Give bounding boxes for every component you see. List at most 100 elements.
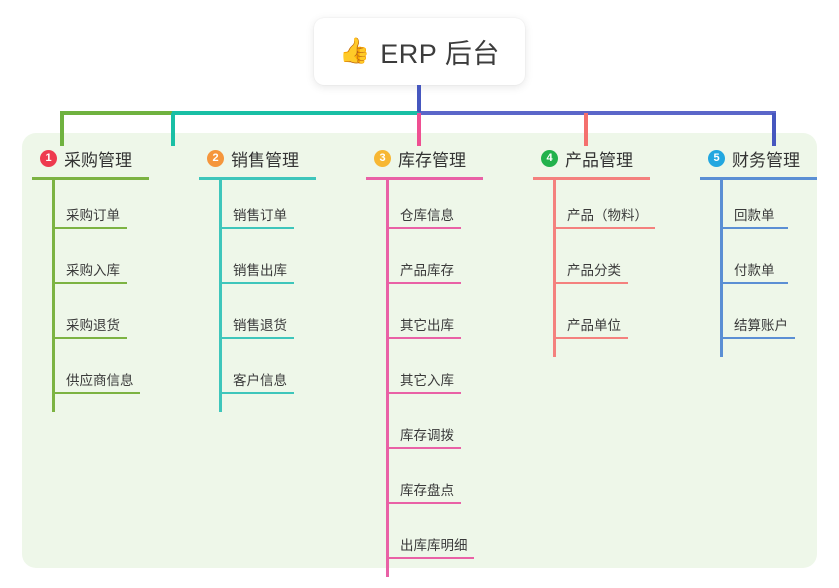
leaf-item-label: 供应商信息 (66, 373, 134, 388)
leaf-item-label: 库存调拨 (400, 428, 454, 443)
branch-header-4[interactable]: 4 产品管理 (533, 146, 650, 170)
branch-underline (366, 177, 483, 180)
leaf-item[interactable]: 采购订单 (32, 180, 149, 235)
leaf-item-label: 出库库明细 (400, 538, 468, 553)
branch-item-list: 销售订单销售出库销售退货客户信息 (199, 180, 316, 412)
leaf-item[interactable]: 采购入库 (32, 235, 149, 290)
leaf-item[interactable]: 其它入库 (366, 345, 483, 400)
leaf-item[interactable]: 采购退货 (32, 290, 149, 345)
leaf-item[interactable]: 结算账户 (700, 290, 817, 345)
leaf-item[interactable]: 回款单 (700, 180, 817, 235)
leaf-item-label: 产品单位 (567, 318, 621, 333)
leaf-item[interactable]: 付款单 (700, 235, 817, 290)
leaf-item-label: 结算账户 (734, 318, 788, 333)
leaf-item-rule (553, 282, 628, 284)
leaf-item[interactable]: 销售出库 (199, 235, 316, 290)
leaf-item-rule (386, 447, 461, 449)
leaf-item[interactable]: 客户信息 (199, 345, 316, 400)
leaf-item-label: 客户信息 (233, 373, 287, 388)
leaf-item-label: 付款单 (734, 263, 775, 278)
leaf-item-rule (386, 337, 461, 339)
branch-spine (52, 180, 55, 412)
connector-drop-2 (171, 113, 175, 146)
leaf-item[interactable]: 产品（物料） (533, 180, 655, 235)
leaf-item[interactable]: 产品库存 (366, 235, 483, 290)
leaf-item-rule (720, 282, 788, 284)
root-title: ERP 后台 (380, 39, 500, 69)
leaf-item[interactable]: 销售退货 (199, 290, 316, 345)
branch-title: 产品管理 (565, 150, 633, 170)
leaf-item-rule (386, 282, 461, 284)
branch-header-5[interactable]: 5 财务管理 (700, 146, 817, 170)
leaf-item[interactable]: 库存调拨 (366, 400, 483, 455)
leaf-item-label: 回款单 (734, 208, 775, 223)
leaf-item-rule (386, 227, 461, 229)
branch-item-list: 产品（物料） 产品分类产品单位 (533, 180, 655, 357)
root-stem-connector (417, 85, 421, 112)
leaf-item-label: 其它出库 (400, 318, 454, 333)
branch-item-list: 回款单付款单结算账户 (700, 180, 817, 357)
branch-title: 库存管理 (398, 150, 466, 170)
connector-drop-1 (60, 113, 64, 146)
branch-title: 采购管理 (64, 150, 132, 170)
branch-underline (199, 177, 316, 180)
branch-column-5: 5 财务管理回款单付款单结算账户 (700, 146, 817, 357)
branch-underline (32, 177, 149, 180)
leaf-item-rule (219, 392, 294, 394)
leaf-item-rule (720, 337, 795, 339)
connector-bar-segment-3 (419, 111, 776, 115)
leaf-item-rule (386, 502, 461, 504)
leaf-item-rule (52, 337, 127, 339)
leaf-item-label: 销售退货 (233, 318, 287, 333)
root-node[interactable]: 👍 ERP 后台 (314, 18, 525, 85)
leaf-item[interactable]: 供应商信息 (32, 345, 149, 400)
branch-underline (533, 177, 650, 180)
leaf-item[interactable]: 产品分类 (533, 235, 650, 290)
leaf-item[interactable]: 出库库明细 (366, 510, 483, 565)
connector-drop-3 (417, 113, 421, 146)
leaf-item-rule (52, 282, 127, 284)
branch-number-badge: 4 (541, 149, 558, 167)
leaf-item-rule (52, 392, 140, 394)
leaf-item-rule (386, 557, 474, 559)
connector-drop-5 (772, 113, 776, 146)
branch-column-2: 2 销售管理销售订单销售出库销售退货客户信息 (199, 146, 316, 412)
leaf-item-label: 采购入库 (66, 263, 120, 278)
leaf-item-rule (219, 227, 294, 229)
branch-spine (386, 180, 389, 577)
leaf-item-rule (52, 227, 127, 229)
branch-header-2[interactable]: 2 销售管理 (199, 146, 316, 170)
branch-item-list: 采购订单采购入库采购退货供应商信息 (32, 180, 149, 412)
branch-underline (700, 177, 817, 180)
leaf-item-label: 其它入库 (400, 373, 454, 388)
branch-number-badge: 2 (207, 149, 224, 167)
branch-spine (553, 180, 556, 357)
leaf-item-rule (720, 227, 788, 229)
branch-number-badge: 5 (708, 149, 725, 167)
leaf-item-label: 采购退货 (66, 318, 120, 333)
branch-title: 销售管理 (231, 150, 299, 170)
leaf-item-label: 库存盘点 (400, 483, 454, 498)
diagram-panel (22, 133, 817, 568)
leaf-item[interactable]: 其它出库 (366, 290, 483, 345)
leaf-item[interactable]: 销售订单 (199, 180, 316, 235)
leaf-item-label: 仓库信息 (400, 208, 454, 223)
leaf-item-label: 销售订单 (233, 208, 287, 223)
leaf-item-rule (553, 227, 655, 229)
leaf-item[interactable]: 仓库信息 (366, 180, 483, 235)
connector-bar-segment-2 (172, 111, 419, 115)
leaf-item-label: 产品库存 (400, 263, 454, 278)
leaf-item[interactable]: 库存盘点 (366, 455, 483, 510)
thumbs-up-icon: 👍 (339, 37, 371, 65)
branch-column-4: 4 产品管理产品（物料） 产品分类产品单位 (533, 146, 655, 357)
leaf-item-label: 产品（物料） (567, 208, 648, 223)
branch-title: 财务管理 (732, 150, 800, 170)
branch-spine (720, 180, 723, 357)
leaf-item-label: 采购订单 (66, 208, 120, 223)
leaf-item-rule (386, 392, 461, 394)
leaf-item[interactable]: 产品单位 (533, 290, 650, 345)
